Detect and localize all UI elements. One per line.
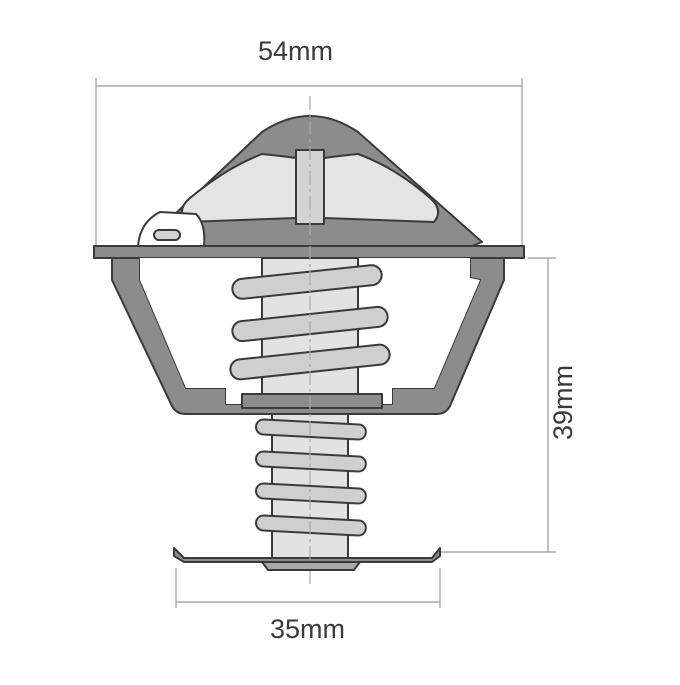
flange-plate bbox=[93, 245, 525, 259]
lower-spring-coil-1 bbox=[255, 418, 367, 441]
retainer-cap bbox=[261, 561, 361, 571]
width-dimension-label: 54mm bbox=[258, 36, 334, 66]
bridge-window-right bbox=[323, 153, 440, 223]
upper-bridge bbox=[157, 115, 483, 247]
bridge-center-post bbox=[295, 149, 325, 225]
bottom-retainer bbox=[173, 547, 441, 571]
upper-spring-coil-3 bbox=[229, 343, 391, 381]
dimension-lines bbox=[95, 78, 556, 608]
lower-spring bbox=[255, 418, 367, 537]
lower-spring-coil-2 bbox=[255, 450, 367, 473]
retainer-plate bbox=[173, 547, 441, 563]
height-dimension-label: 39mm bbox=[548, 364, 578, 440]
valve-seat bbox=[241, 393, 383, 409]
base-dimension-label: 35mm bbox=[270, 614, 346, 644]
upper-spring-coil-1 bbox=[231, 264, 383, 300]
bridge-window bbox=[180, 153, 297, 223]
jiggle-valve-pin-head bbox=[153, 229, 181, 241]
flange bbox=[93, 245, 525, 259]
